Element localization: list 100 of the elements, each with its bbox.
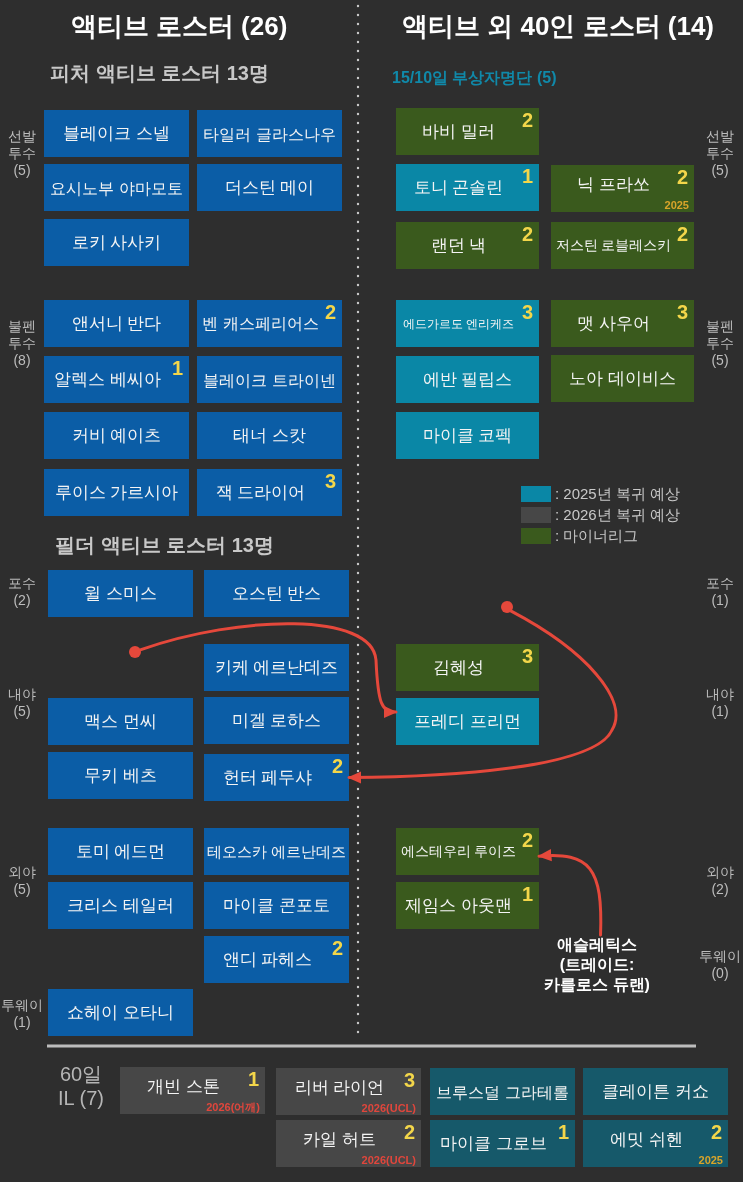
corner-number: 3 [521, 301, 533, 323]
player-name: 로키 사사키 [71, 232, 162, 253]
position-label: 포수 (2) [7, 575, 37, 609]
corner-number: 3 [521, 645, 533, 667]
player-name: 에스테우리 루이즈 [400, 842, 517, 861]
player-box [551, 300, 694, 347]
corner-number: 2 [521, 829, 533, 851]
player-box [204, 754, 349, 801]
corner-number: 1 [521, 165, 533, 187]
player-box [197, 469, 342, 516]
corner-number: 2 [710, 1121, 722, 1143]
player-box [396, 164, 539, 211]
player-name: 마이클 그로브 [440, 1133, 547, 1154]
player-box [197, 110, 342, 157]
player-name: 프레디 프리먼 [414, 711, 521, 732]
player-name: 에밋 쉬헨 [610, 1129, 683, 1150]
player-name: 블레이크 스넬 [63, 123, 170, 144]
corner-number: 2 [331, 755, 343, 777]
return-note: 2026(어깨) [206, 1101, 260, 1113]
curved-arrow [537, 849, 603, 937]
position-label: 선발 투수 (5) [705, 128, 735, 179]
player-name: 크리스 테일러 [67, 895, 174, 916]
column-heading: 액티브 외 40인 로스터 (14) [400, 10, 716, 42]
position-label: 내야 (1) [705, 686, 735, 720]
player-box [396, 698, 539, 745]
corner-number: 2 [331, 937, 343, 959]
player-name: 에반 필립스 [422, 369, 513, 390]
player-box [44, 356, 189, 403]
player-name: 무키 베츠 [84, 765, 157, 786]
player-name: 리버 라이언 [294, 1077, 385, 1098]
player-box [197, 356, 342, 403]
player-box [551, 165, 694, 212]
player-box [430, 1068, 575, 1115]
player-name: 카일 허트 [303, 1129, 376, 1150]
player-name: 오스틴 반스 [231, 583, 322, 604]
corner-number: 1 [521, 883, 533, 905]
player-box [551, 222, 694, 269]
player-name: 헌터 페두샤 [222, 767, 313, 788]
player-box [48, 882, 193, 929]
player-box [430, 1120, 575, 1167]
player-box [197, 300, 342, 347]
player-box [44, 164, 189, 211]
position-label: 내야 (5) [7, 686, 37, 720]
position-label: 외야 (2) [705, 864, 735, 898]
player-name: 윌 스미스 [84, 583, 157, 604]
legend-text: : 2025년 복귀 예상 [555, 485, 681, 503]
player-box [204, 570, 349, 617]
player-name: 랜던 낵 [430, 235, 487, 256]
position-label: 불펜 투수 (8) [7, 318, 37, 369]
corner-number: 3 [676, 301, 688, 323]
player-name: 맷 사우어 [577, 313, 650, 334]
position-label: 외야 (5) [7, 864, 37, 898]
curved-arrow [139, 622, 398, 718]
player-name: 알렉스 베씨아 [54, 369, 161, 390]
position-label: 선발 투수 (5) [7, 128, 37, 179]
player-box [48, 570, 193, 617]
player-name: 닉 프라쏘 [577, 174, 650, 195]
player-name: 바비 밀러 [422, 121, 495, 142]
player-name: 타일러 글라스나우 [203, 123, 336, 144]
corner-number: 1 [557, 1121, 569, 1143]
player-box [396, 356, 539, 403]
player-name: 앤디 파헤스 [222, 949, 313, 970]
player-name: 마이클 코펙 [422, 425, 513, 446]
player-box [276, 1068, 421, 1115]
return-note: 2025 [698, 1154, 723, 1166]
player-name: 커비 예이츠 [71, 425, 162, 446]
player-name: 미겔 로하스 [231, 710, 322, 731]
legend-text: : 마이너리그 [555, 527, 639, 545]
player-name: 더스틴 메이 [224, 177, 315, 198]
player-box [204, 882, 349, 929]
player-box [48, 828, 193, 875]
player-box [204, 697, 349, 744]
corner-number: 2 [403, 1121, 415, 1143]
player-box [276, 1120, 421, 1167]
player-name: 잭 드라이어 [215, 482, 306, 503]
player-name: 개빈 스톤 [147, 1076, 220, 1097]
player-name: 클레이튼 커쇼 [602, 1081, 709, 1102]
player-box [120, 1067, 265, 1114]
player-box [44, 300, 189, 347]
corner-number: 2 [521, 223, 533, 245]
player-name: 김혜성 [433, 657, 484, 678]
player-box [396, 412, 539, 459]
section-label: 60일 IL (7) [57, 1062, 105, 1110]
corner-number: 2 [676, 166, 688, 188]
player-name: 벤 캐스페리어스 [202, 313, 319, 334]
position-label: 포수 (1) [705, 575, 735, 609]
section-heading: 필더 액티브 로스터 13명 [55, 533, 274, 558]
section-heading: 15/10일 부상자명단 (5) [392, 68, 557, 88]
player-box [44, 469, 189, 516]
return-note: 2026(UCL) [361, 1154, 416, 1166]
player-box [204, 644, 349, 691]
player-name: 루이스 가르시아 [54, 482, 179, 503]
player-box [48, 698, 193, 745]
player-name: 키케 에르난데즈 [214, 657, 339, 678]
position-label: 투웨이 (1) [0, 997, 44, 1031]
player-box [396, 108, 539, 155]
player-name: 브루스덜 그라테롤 [436, 1081, 569, 1102]
player-box [204, 936, 349, 983]
section-heading: 피처 액티브 로스터 13명 [50, 61, 269, 86]
return-note: 2025 [664, 199, 689, 211]
